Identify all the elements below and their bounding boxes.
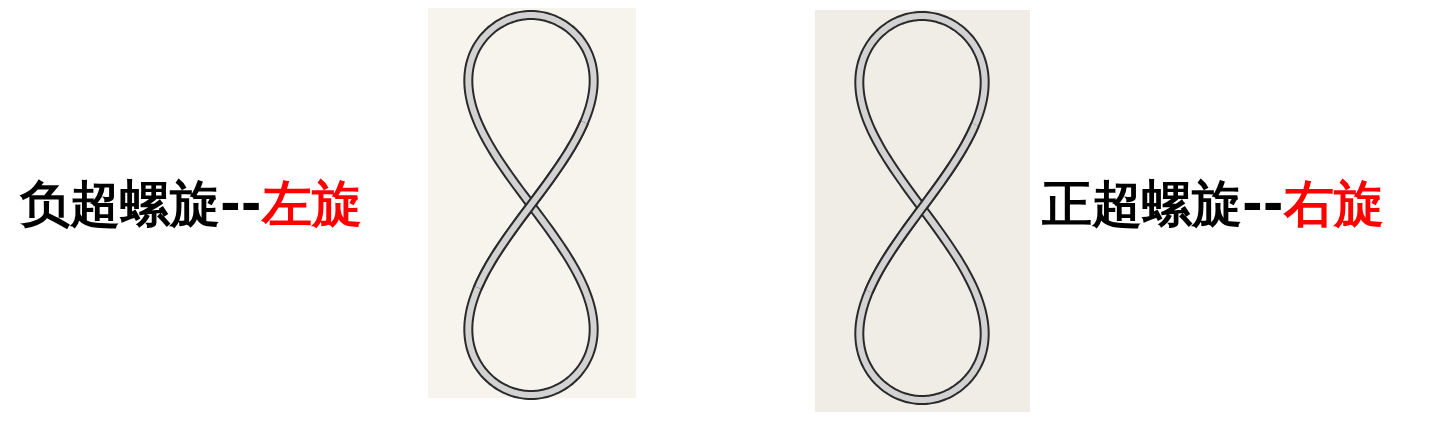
label-text: 左旋	[262, 175, 362, 233]
ribbon-face	[859, 16, 984, 400]
ribbon-face	[478, 122, 584, 287]
ribbon-face	[468, 15, 593, 395]
figure-eight-ribbon	[468, 15, 593, 395]
ribbon-edge	[468, 15, 593, 395]
photo-ground	[428, 8, 636, 398]
ribbon-edge	[478, 122, 584, 287]
ribbon-edge	[869, 124, 975, 291]
ribbon-face	[869, 124, 975, 291]
caption-label: 负超螺旋--左旋	[20, 174, 362, 234]
ribbon-edge	[859, 16, 984, 400]
caption-label: 正超螺旋--右旋	[1042, 174, 1384, 234]
label-text: 右旋	[1284, 175, 1384, 233]
photo-ground	[815, 10, 1030, 412]
figure-eight-ribbon	[859, 16, 984, 400]
label-text: 正超螺旋--	[1042, 175, 1284, 233]
label-text: 负超螺旋--	[20, 175, 262, 233]
